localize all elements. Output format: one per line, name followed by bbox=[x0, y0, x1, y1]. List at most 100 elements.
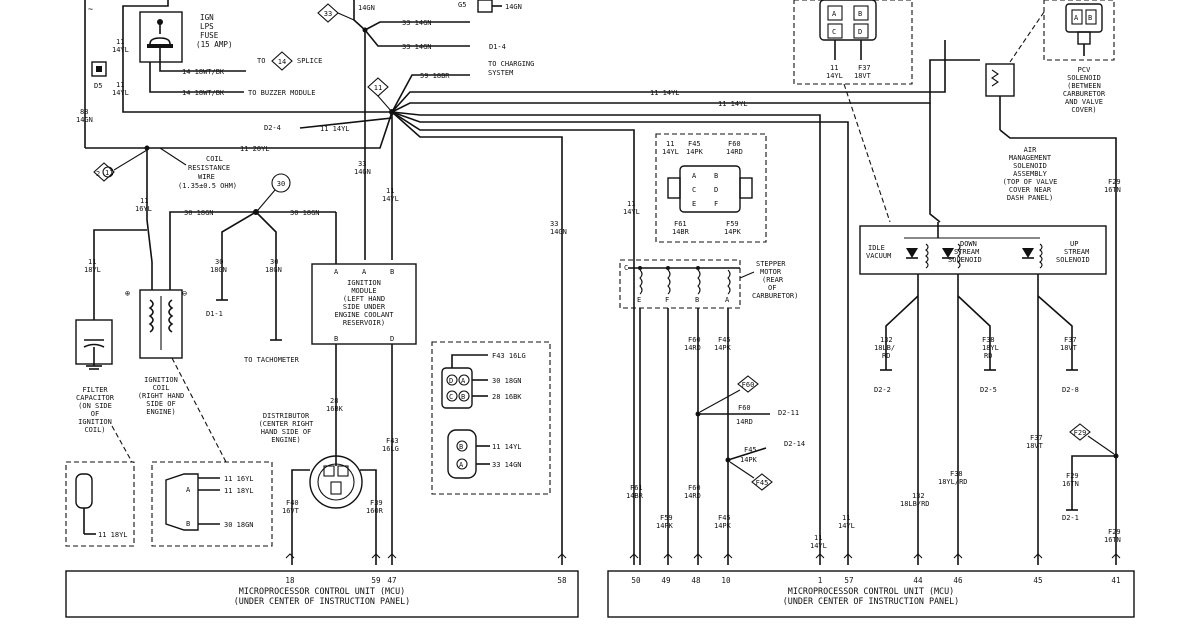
wire-11-20yl-label: 11 20YL bbox=[240, 145, 270, 153]
svg-text:IGNITION: IGNITION bbox=[347, 279, 381, 287]
svg-text:14PK: 14PK bbox=[724, 228, 742, 236]
svg-text:SIDE OF: SIDE OF bbox=[146, 400, 176, 408]
w28-2: 16BK bbox=[326, 405, 344, 413]
coil-wire-2: RESISTANCE bbox=[188, 164, 230, 172]
w30-a: 30 18GN bbox=[184, 209, 214, 217]
module-pin-b1: B bbox=[390, 268, 394, 276]
capacitor-connector-inset bbox=[65, 461, 135, 547]
d2-8-label: D2-8 bbox=[1062, 386, 1079, 394]
svg-text:B: B bbox=[461, 393, 465, 401]
svg-text:(TOP OF VALVE: (TOP OF VALVE bbox=[1003, 178, 1058, 186]
w59b-1: F59 bbox=[660, 514, 673, 522]
svg-text:CARBURETOR: CARBURETOR bbox=[1063, 90, 1106, 98]
mcu-right-pins: 50 49 48 10 1 57 44 46 45 41 bbox=[631, 576, 1121, 585]
svg-text:F59: F59 bbox=[726, 220, 739, 228]
svg-text:F60: F60 bbox=[738, 404, 751, 412]
w60-top-1: F60 bbox=[688, 336, 701, 344]
pin-57: 57 bbox=[844, 576, 853, 585]
module-pin-d: D bbox=[390, 335, 394, 343]
svg-text:F38: F38 bbox=[950, 470, 963, 478]
c30-conn: 30 18GN bbox=[492, 377, 522, 385]
w11-18yl-bottom: 11 18YL bbox=[98, 531, 128, 539]
svg-text:MODULE: MODULE bbox=[351, 287, 376, 295]
svg-text:18LB/RD: 18LB/RD bbox=[900, 500, 930, 508]
w59b-2: 14PK bbox=[656, 522, 674, 530]
wire-11-to-pin1 bbox=[391, 111, 821, 565]
pin-10: 10 bbox=[721, 576, 731, 585]
svg-text:DASH PANEL): DASH PANEL) bbox=[1007, 194, 1053, 202]
svg-text:VACUUM: VACUUM bbox=[866, 252, 891, 260]
w11-right-b-1: 11 bbox=[842, 514, 850, 522]
w11-step-1: 11 bbox=[627, 200, 635, 208]
splice-11-num: 11 bbox=[374, 84, 382, 92]
w29-2: 16TN bbox=[1104, 186, 1121, 194]
svg-text:F45: F45 bbox=[744, 446, 757, 454]
svg-text:COIL: COIL bbox=[153, 384, 170, 392]
w33-mid-2: 14GN bbox=[354, 168, 371, 176]
w30-b: 30 18GN bbox=[290, 209, 320, 217]
d2-11-label: D2-11 bbox=[778, 409, 799, 417]
stepper-connector-inset bbox=[655, 133, 767, 243]
w11-right-a-2: 14YL bbox=[810, 542, 827, 550]
svg-text:F29: F29 bbox=[1066, 472, 1079, 480]
stepper-pin-b: B bbox=[695, 296, 699, 304]
w11-step-2: 14YL bbox=[623, 208, 640, 216]
w28-1: 28 bbox=[330, 397, 338, 405]
svg-text:AIR: AIR bbox=[1024, 146, 1037, 154]
svg-text:18YL: 18YL bbox=[982, 344, 999, 352]
c33-conn: 33 14GN bbox=[492, 461, 522, 469]
d1-4-label: D1-4 bbox=[489, 43, 506, 51]
wire-88-2: 14GN bbox=[76, 116, 93, 124]
w45-top-1: F45 bbox=[718, 336, 731, 344]
svg-text:16TN: 16TN bbox=[1104, 536, 1121, 544]
charging-2: SYSTEM bbox=[488, 69, 513, 77]
w30-d-1: 30 bbox=[270, 258, 278, 266]
svg-text:11: 11 bbox=[830, 64, 838, 72]
distributor-circle bbox=[309, 455, 363, 509]
svg-text:F38: F38 bbox=[982, 336, 995, 344]
splice-f60: F60 bbox=[742, 381, 755, 389]
coil-wire-4: (1.35±0.5 OHM) bbox=[178, 182, 237, 190]
svg-text:COVER NEAR: COVER NEAR bbox=[1009, 186, 1052, 194]
c11-16yl: 11 16YL bbox=[224, 475, 254, 483]
c11-18yl: 11 18YL bbox=[224, 487, 254, 495]
splice-33-num: 33 bbox=[324, 10, 332, 18]
w11-right-a-1: 11 bbox=[814, 534, 822, 542]
svg-text:COVER): COVER) bbox=[1071, 106, 1096, 114]
module-pin-b2: B bbox=[334, 335, 338, 343]
w40-2: 16VT bbox=[282, 507, 300, 515]
module-connector-inset bbox=[431, 341, 551, 495]
svg-text:F60: F60 bbox=[728, 140, 741, 148]
w60-bot-2: 14RD bbox=[684, 492, 701, 500]
c28-conn: 28 16BK bbox=[492, 393, 522, 401]
w43-2: 16LG bbox=[382, 445, 399, 453]
pcv-solenoid-symbol bbox=[985, 63, 1117, 565]
svg-text:A: A bbox=[186, 486, 191, 494]
svg-text:CARBURETOR): CARBURETOR) bbox=[752, 292, 798, 300]
svg-text:DOWN: DOWN bbox=[960, 240, 977, 248]
svg-text:ENGINE): ENGINE) bbox=[271, 436, 301, 444]
svg-text:14RD: 14RD bbox=[726, 148, 743, 156]
ignition-coil-box bbox=[139, 289, 183, 359]
svg-text:A: A bbox=[692, 172, 697, 180]
w29-1: F29 bbox=[1108, 178, 1121, 186]
wire-14-18wt-a-label: 14 18WT/BK bbox=[182, 68, 225, 76]
pin-49: 49 bbox=[661, 576, 671, 585]
svg-text:(REAR: (REAR bbox=[762, 276, 784, 284]
buzzer-ref: TO BUZZER MODULE bbox=[248, 89, 315, 97]
d5-label: D5 bbox=[94, 82, 102, 90]
svg-text:(RIGHT HAND: (RIGHT HAND bbox=[138, 392, 184, 400]
w45-bot-2: 14PK bbox=[714, 522, 732, 530]
mcu-left-label-2: (UNDER CENTER OF INSTRUCTION PANEL) bbox=[234, 596, 410, 606]
splice-33-diamond bbox=[317, 3, 339, 23]
stepper-pin-f: F bbox=[665, 296, 669, 304]
w14gn-top: 14GN bbox=[358, 4, 375, 12]
w33-long-1: 33 bbox=[550, 220, 558, 228]
wire-11-14yl-b bbox=[391, 59, 980, 113]
svg-text:RD: RD bbox=[984, 352, 992, 360]
svg-text:IGNITION: IGNITION bbox=[144, 376, 178, 384]
w11-16yl-2: 16YL bbox=[135, 205, 152, 213]
svg-text:F45: F45 bbox=[688, 140, 701, 148]
svg-text:F61: F61 bbox=[674, 220, 687, 228]
wire-11-14yl-b-label: 11 14YL bbox=[718, 100, 748, 108]
